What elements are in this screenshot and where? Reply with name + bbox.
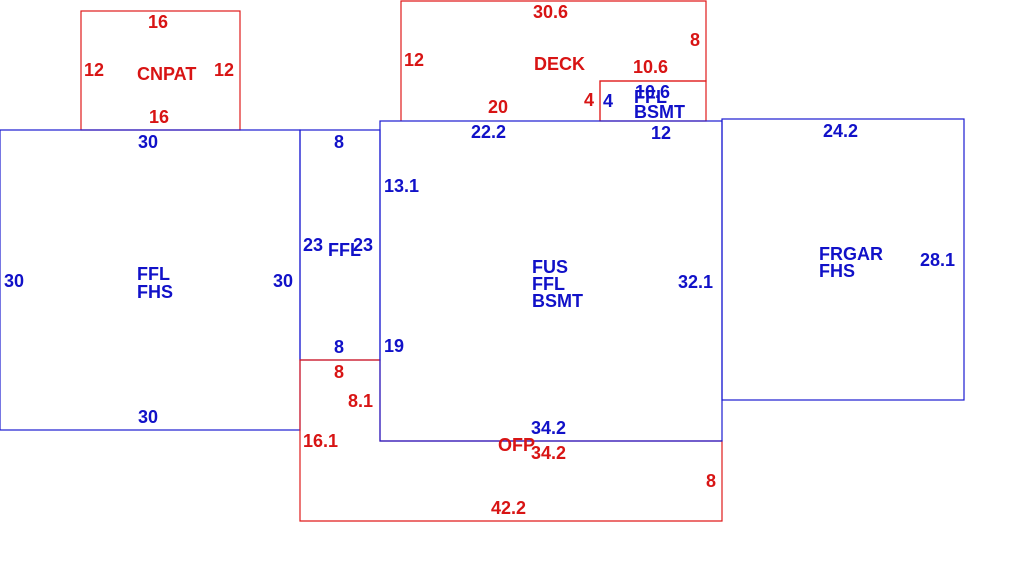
- main-block-label-line1: FUS: [532, 257, 568, 277]
- ffl-narrow-dim-right: 23: [353, 235, 373, 255]
- cnpat-label: CNPAT: [137, 64, 196, 84]
- garage-outline: [721, 118, 965, 401]
- deck-dim-bottom: 20: [488, 97, 508, 117]
- left-block-dim-right: 30: [273, 271, 293, 291]
- ofp-dim-right: 8: [706, 471, 716, 491]
- ffl-narrow-label: FFL: [328, 240, 361, 260]
- garage-label-line2: FHS: [819, 261, 855, 281]
- ofp-dim-notch-side: 8.1: [348, 391, 373, 411]
- main-block-label-line3: BSMT: [532, 291, 583, 311]
- bsmt-small-dim-top: 10.6: [635, 82, 670, 102]
- ffl-narrow-dim-left: 23: [303, 235, 323, 255]
- cnpat-dim-left: 12: [84, 60, 104, 80]
- deck-dim-top: 30.6: [533, 2, 568, 22]
- ofp-dim-left: 16.1: [303, 431, 338, 451]
- cnpat-dim-right: 12: [214, 60, 234, 80]
- main-block-dim-top: 22.2: [471, 122, 506, 142]
- ofp-dim-bottom: 42.2: [491, 498, 526, 518]
- left-block-dim-left: 30: [4, 271, 24, 291]
- cnpat-dim-top: 16: [148, 12, 168, 32]
- main-block-dim-left-lower: 19: [384, 336, 404, 356]
- bsmt-small-label-line1: FFL: [634, 87, 667, 107]
- left-block-label-line2: FHS: [137, 282, 173, 302]
- cnpat-dim-bottom: 16: [149, 107, 169, 127]
- main-block-dim-left-upper: 13.1: [384, 176, 419, 196]
- deck-label: DECK: [534, 54, 585, 74]
- bsmt-small-dim-bottom: 12: [651, 123, 671, 143]
- main-block-dim-right: 32.1: [678, 272, 713, 292]
- left-block-dim-bottom: 30: [138, 407, 158, 427]
- main-block-label-line2: FFL: [532, 274, 565, 294]
- left-block-dim-top: 30: [138, 132, 158, 152]
- ofp-label: OFP: [498, 435, 535, 455]
- deck-dim-step-width: 10.6: [633, 57, 668, 77]
- ffl-narrow-dim-bottom: 8: [334, 337, 344, 357]
- bsmt-small-label-line2: BSMT: [634, 102, 685, 122]
- deck-dim-right: 8: [690, 30, 700, 50]
- left-block-label-line1: FFL: [137, 264, 170, 284]
- deck-dim-step-height: 4: [584, 90, 594, 110]
- garage-label-line1: FRGAR: [819, 244, 883, 264]
- main-block-dim-bottom: 34.2: [531, 418, 566, 438]
- deck-dim-left: 12: [404, 50, 424, 70]
- garage-dim-top: 24.2: [823, 121, 858, 141]
- bsmt-small-dim-left: 4: [603, 91, 613, 111]
- ofp-dim-top: 34.2: [531, 443, 566, 463]
- ofp-dim-notch-top: 8: [334, 362, 344, 382]
- ffl-narrow-dim-top: 8: [334, 132, 344, 152]
- garage-dim-right: 28.1: [920, 250, 955, 270]
